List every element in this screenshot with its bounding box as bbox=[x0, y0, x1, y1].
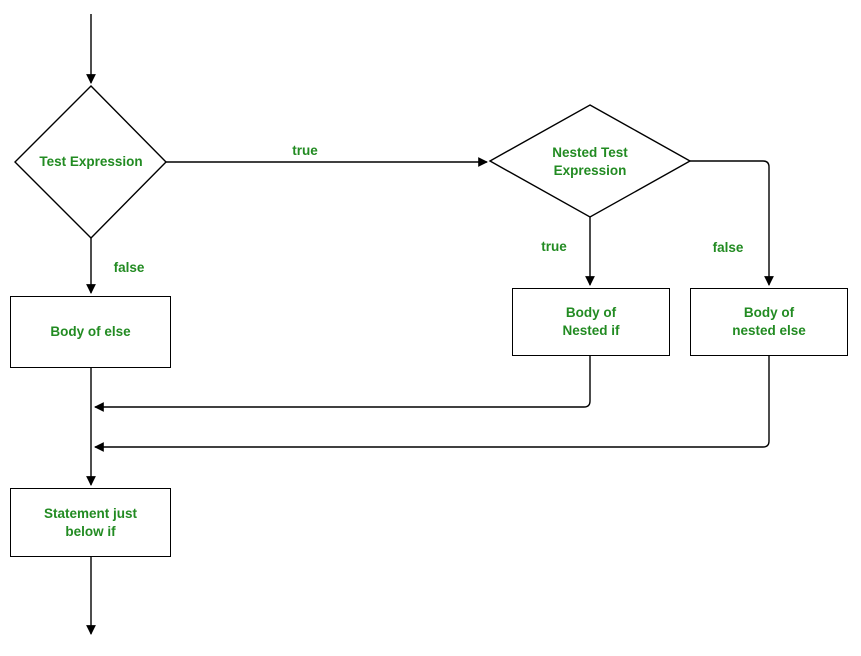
edge-label-nested-true: true bbox=[541, 239, 567, 254]
decision-test-expression-shape bbox=[14, 85, 167, 239]
process-statement-below-if: Statement just below if bbox=[10, 488, 171, 557]
edge-merge-nested-if bbox=[94, 356, 591, 412]
edge-label-outer-true: true bbox=[292, 143, 318, 158]
edge-nested-false bbox=[690, 160, 774, 286]
edge-merge-nested-else bbox=[94, 356, 770, 452]
edge-label-outer-false: false bbox=[113, 260, 145, 275]
process-body-of-nested-if: Body of Nested if bbox=[512, 288, 670, 356]
process-body-of-nested-else: Body of nested else bbox=[690, 288, 848, 356]
edge-label-nested-false: false bbox=[712, 240, 744, 255]
decision-nested-test-expression-shape bbox=[488, 104, 692, 218]
process-body-of-else: Body of else bbox=[10, 296, 171, 368]
